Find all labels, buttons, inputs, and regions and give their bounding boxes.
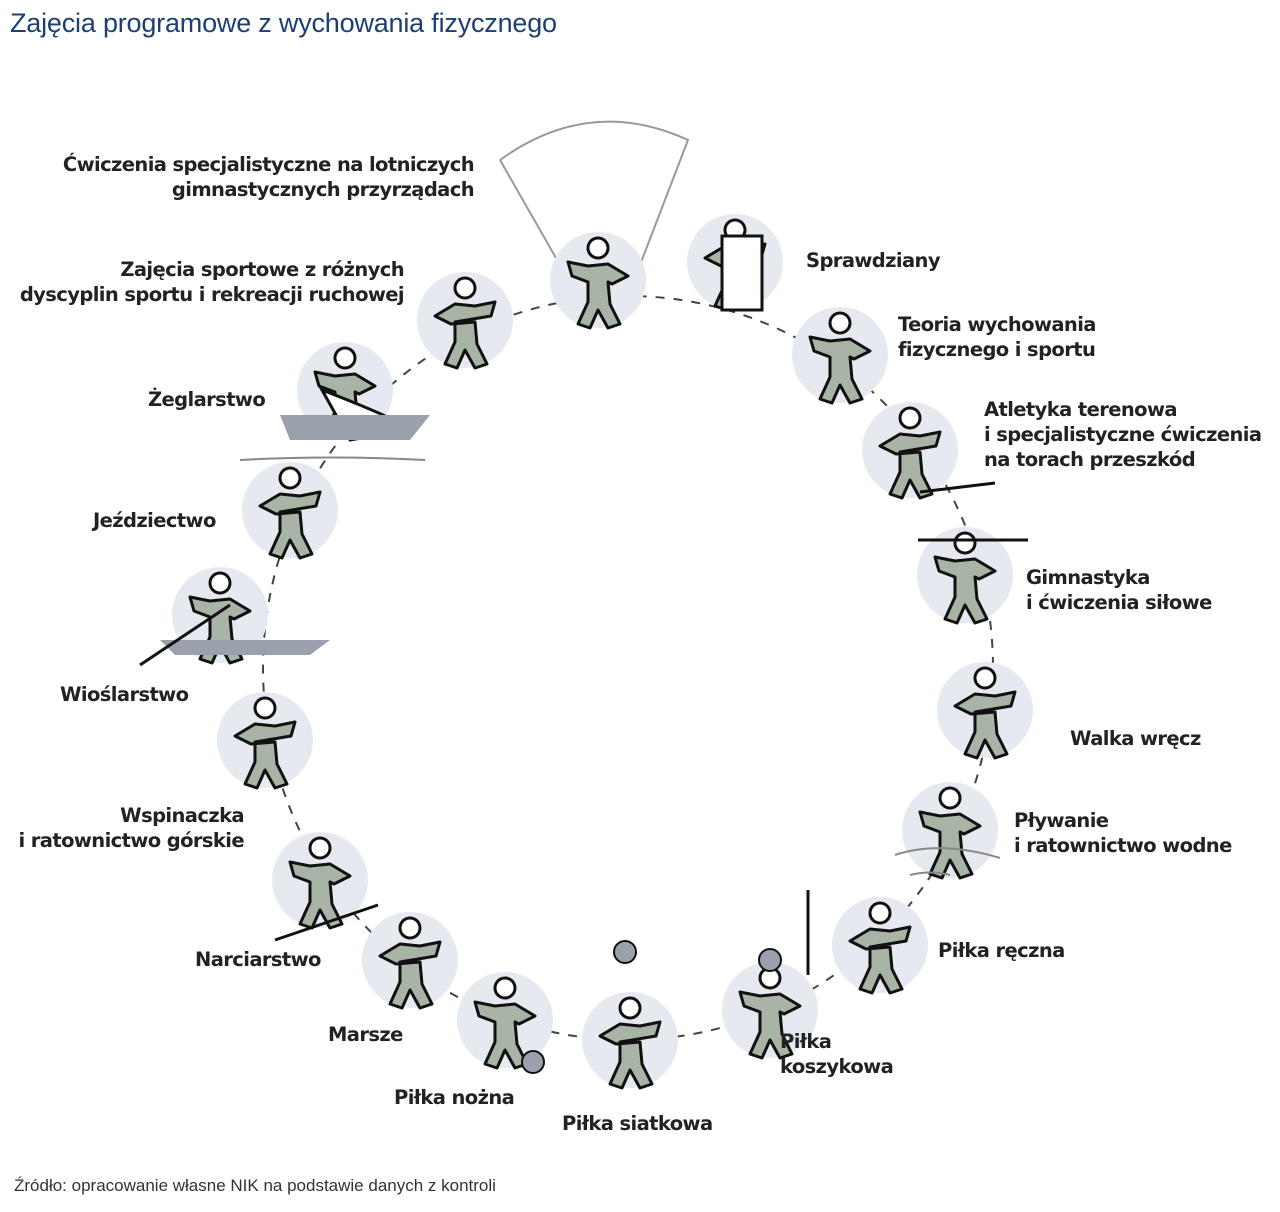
figure-head	[973, 666, 997, 690]
figure-head	[953, 531, 977, 555]
figure-head	[398, 916, 422, 940]
figure-body	[848, 925, 912, 995]
label-rowing: Wioślarstwo	[60, 683, 189, 706]
hurdle-icon	[919, 481, 996, 494]
label-horse-riding: Jeździectwo	[93, 509, 216, 532]
wrestling-icon	[937, 662, 1033, 760]
boat-icon	[280, 415, 430, 440]
canopy-icon	[499, 120, 690, 266]
football-ball-icon	[521, 1050, 545, 1074]
label-skiing: Narciarstwo	[195, 948, 321, 971]
figure-body	[473, 1000, 537, 1070]
label-tests: Sprawdziany	[806, 249, 941, 272]
handball-icon	[832, 897, 928, 995]
oar-icon	[139, 603, 231, 667]
figure-body	[258, 490, 322, 560]
paraglider-icon	[550, 232, 646, 330]
figure-head	[898, 406, 922, 430]
figure-head	[828, 311, 852, 335]
basketball-icon	[722, 962, 818, 1060]
figure-head	[308, 836, 332, 860]
figure-body	[233, 720, 297, 790]
figure-body	[288, 860, 352, 930]
figure-body	[378, 940, 442, 1010]
figure-body	[598, 1020, 662, 1090]
figure-body	[738, 990, 802, 1060]
clipboard-icon	[720, 234, 764, 312]
source-note: Źródło: opracowanie własne NIK na podsta…	[14, 1176, 496, 1195]
label-marches: Marsze	[328, 1023, 403, 1046]
figure-body	[878, 430, 942, 500]
figure-head	[208, 571, 232, 595]
book-reader-icon	[792, 307, 888, 405]
swimmer-icon	[902, 782, 998, 880]
ski-icon	[274, 903, 379, 942]
hurdle-runner-icon	[862, 402, 958, 500]
figure-body	[808, 335, 872, 405]
figure-body	[953, 690, 1017, 760]
volleyball-ball-icon	[613, 940, 637, 964]
figure-head	[868, 901, 892, 925]
figure-head	[253, 696, 277, 720]
figure-head	[453, 276, 477, 300]
figure-head	[618, 996, 642, 1020]
figure-head	[586, 236, 610, 260]
volleyball-icon	[582, 992, 678, 1090]
basketball-ball-icon	[758, 948, 782, 972]
label-combat: Walka wręcz	[1070, 727, 1201, 750]
figure-head	[333, 346, 357, 370]
climber-icon	[217, 692, 313, 790]
jumping-person-icon	[417, 272, 513, 370]
figure-body	[566, 260, 630, 330]
label-handball: Piłka ręczna	[938, 939, 1065, 962]
figure-head	[278, 466, 302, 490]
rowboat-icon	[160, 640, 330, 655]
water-waves-icon	[239, 456, 1001, 876]
pullup-icon	[917, 527, 1013, 625]
horse-rider-icon	[242, 462, 338, 560]
figure-body	[933, 555, 997, 625]
page-title: Zajęcia programowe z wychowania fizyczne…	[10, 8, 557, 38]
skier-icon	[272, 832, 368, 930]
label-volleyball: Piłka siatkowa	[562, 1112, 713, 1135]
figure-head	[938, 786, 962, 810]
figure-body	[433, 300, 497, 370]
figure-body	[918, 810, 982, 880]
hiker-icon	[362, 912, 458, 1010]
football-icon	[457, 972, 553, 1070]
figure-head	[493, 976, 517, 1000]
label-football: Piłka nożna	[394, 1086, 515, 1109]
label-sailing: Żeglarstwo	[148, 388, 266, 411]
